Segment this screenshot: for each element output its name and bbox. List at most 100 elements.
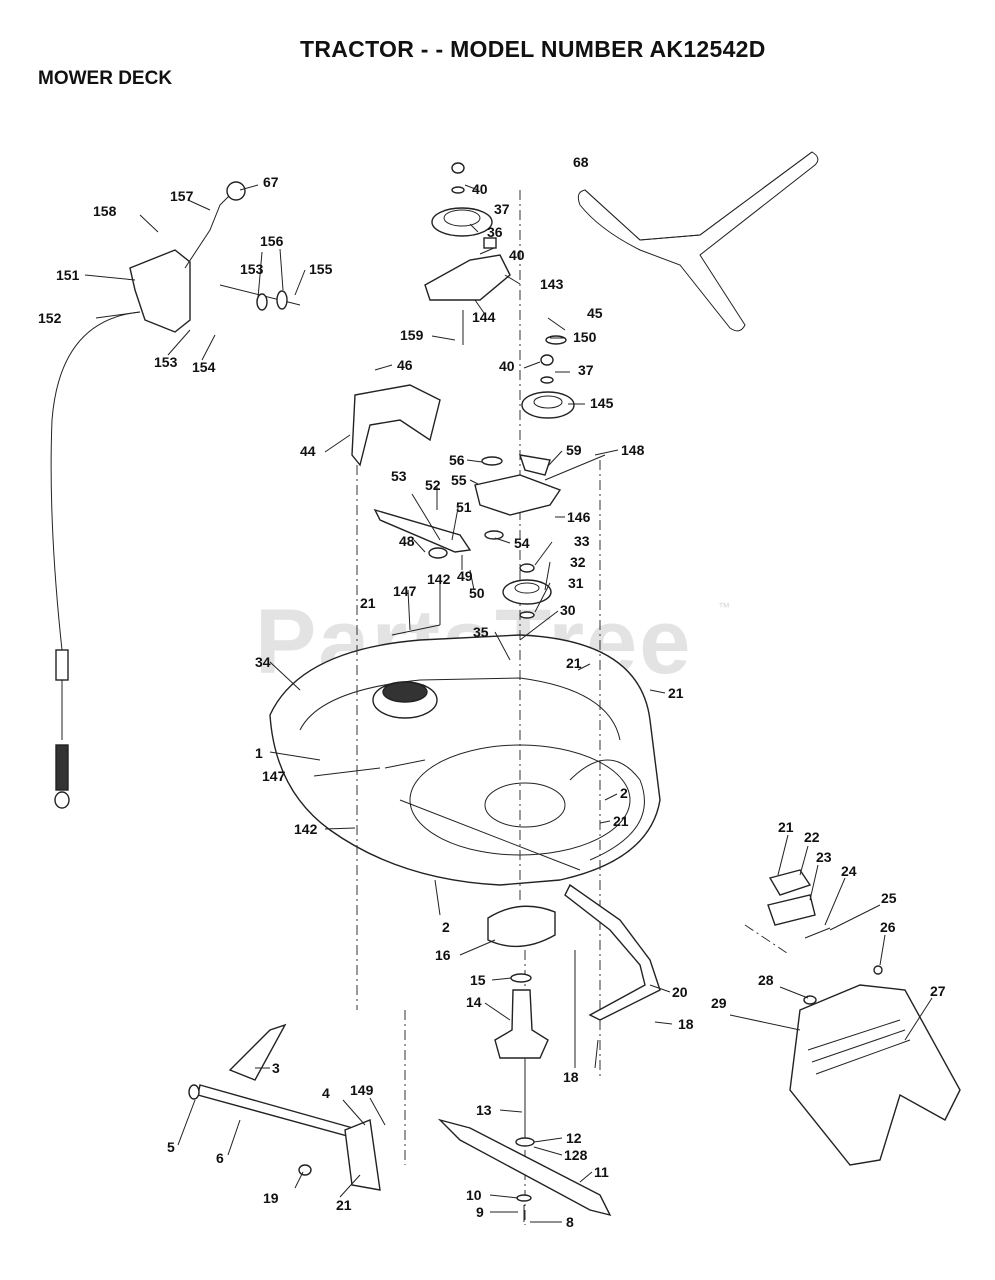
callout-label: 12 — [566, 1130, 582, 1146]
chute-27 — [729, 869, 961, 1166]
callout-label: 151 — [56, 267, 80, 283]
callout-label: 52 — [425, 477, 441, 493]
callout-label: 23 — [816, 849, 832, 865]
callout-label: 158 — [93, 203, 117, 219]
lift-cable-152 — [50, 311, 141, 809]
callout-label: 45 — [587, 305, 603, 321]
callout-label: 144 — [472, 309, 496, 325]
callout-label: 142 — [294, 821, 318, 837]
lift-bracket-151 — [129, 181, 301, 333]
callout-label: 149 — [350, 1082, 374, 1098]
callout-label: 16 — [435, 947, 451, 963]
callout-label: 32 — [570, 554, 586, 570]
callout-label: 14 — [466, 994, 482, 1010]
callout-label: 33 — [574, 533, 590, 549]
section-title: MOWER DECK — [38, 68, 173, 89]
spindle-assembly — [487, 905, 556, 1147]
callout-label: 11 — [594, 1164, 609, 1180]
pulley-32 — [502, 563, 552, 619]
callout-label: 55 — [451, 472, 467, 488]
callout-label: 13 — [476, 1102, 492, 1118]
callout-label: 2 — [620, 785, 628, 801]
callout-label: 5 — [167, 1139, 175, 1155]
callout-label: 21 — [778, 819, 794, 835]
callout-label: 18 — [678, 1016, 694, 1032]
callout-label: 37 — [578, 362, 594, 378]
callout-label: 56 — [449, 452, 465, 468]
callout-label: 3 — [272, 1060, 280, 1076]
callout-label: 68 — [573, 154, 589, 170]
callout-label: 2 — [442, 919, 450, 935]
callout-label: 28 — [758, 972, 774, 988]
callout-label: 34 — [255, 654, 271, 670]
callout-label: 152 — [38, 310, 62, 326]
callout-label: 48 — [399, 533, 415, 549]
idler-arm-55 — [474, 454, 606, 540]
callout-labels: 1 2 2 3 4 5 6 8 9 10 11 12 13 14 15 16 1… — [38, 154, 946, 1230]
callout-label: 142 — [427, 571, 451, 587]
callout-label: 30 — [560, 602, 576, 618]
callout-label: 145 — [590, 395, 614, 411]
callout-label: 21 — [336, 1197, 352, 1213]
callout-label: 154 — [192, 359, 216, 375]
callout-label: 44 — [300, 443, 316, 459]
callout-label: 40 — [509, 247, 525, 263]
callout-label: 53 — [391, 468, 407, 484]
callout-label: 157 — [170, 188, 194, 204]
idler-bracket-143 — [424, 254, 511, 345]
callout-label: 146 — [567, 509, 591, 525]
callout-label: 25 — [881, 890, 897, 906]
callout-label: 143 — [540, 276, 564, 292]
callout-label: 49 — [457, 568, 473, 584]
lift-lever-6 — [188, 1023, 381, 1191]
callout-label: 54 — [514, 535, 530, 551]
callout-label: 35 — [473, 624, 489, 640]
callout-label: 153 — [154, 354, 178, 370]
callout-label: 147 — [393, 583, 417, 599]
leader-lines — [84, 184, 933, 1223]
springs-147 — [384, 624, 441, 769]
callout-label: 6 — [216, 1150, 224, 1166]
callout-label: 155 — [309, 261, 333, 277]
callout-label: 8 — [566, 1214, 574, 1230]
belt-guide-44 — [351, 384, 441, 467]
callout-label: 153 — [240, 261, 264, 277]
callout-label: 27 — [930, 983, 946, 999]
trim-guard-20 — [564, 883, 661, 1021]
callout-label: 128 — [564, 1147, 588, 1163]
callout-label: 21 — [360, 595, 376, 611]
callout-label: 21 — [613, 813, 629, 829]
callout-label: 50 — [469, 585, 485, 601]
callout-label: 18 — [563, 1069, 579, 1085]
callout-label: 22 — [804, 829, 820, 845]
callout-label: 19 — [263, 1190, 279, 1206]
callout-label: 36 — [487, 224, 503, 240]
callout-label: 24 — [841, 863, 857, 879]
callout-label: 40 — [472, 181, 488, 197]
callout-label: 20 — [672, 984, 688, 1000]
callout-label: 67 — [263, 174, 279, 190]
callout-label: 9 — [476, 1204, 484, 1220]
callout-label: 21 — [668, 685, 684, 701]
callout-label: 15 — [470, 972, 486, 988]
callout-label: 26 — [880, 919, 896, 935]
mower-deck — [269, 634, 661, 886]
idler-pulley-145 — [521, 335, 575, 419]
callout-label: 159 — [400, 327, 424, 343]
callout-label: 4 — [322, 1085, 330, 1101]
callout-label: 1 — [255, 745, 263, 761]
callout-label: 150 — [573, 329, 597, 345]
callout-label: 31 — [568, 575, 584, 591]
callout-label: 40 — [499, 358, 515, 374]
page-title: TRACTOR - - MODEL NUMBER AK12542D — [300, 36, 766, 62]
callout-label: 147 — [262, 768, 286, 784]
callout-label: 46 — [397, 357, 413, 373]
callout-label: 51 — [456, 499, 472, 515]
callout-label: 148 — [621, 442, 645, 458]
watermark-trademark: ™ — [718, 600, 730, 614]
callout-label: 10 — [466, 1187, 482, 1203]
upper-pulley-36 — [431, 162, 497, 249]
belt-68 — [577, 151, 819, 332]
callout-label: 156 — [260, 233, 284, 249]
